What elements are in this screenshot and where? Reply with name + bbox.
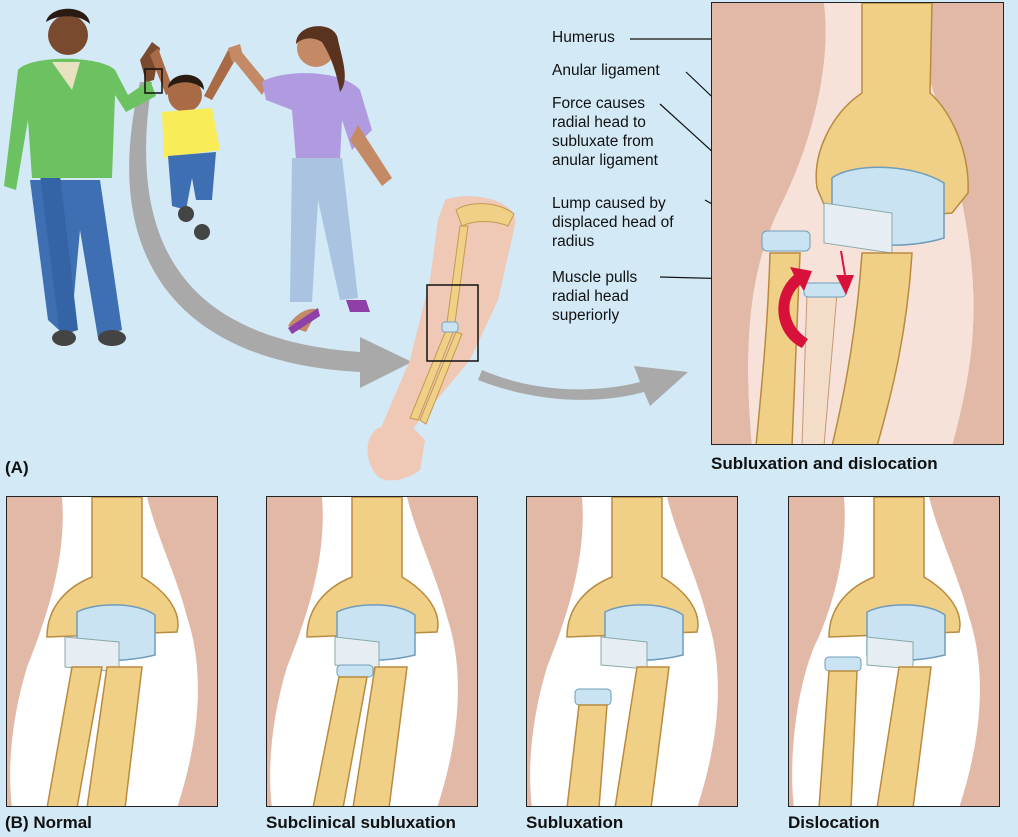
child-figure	[150, 48, 238, 240]
caption-dislocation: Dislocation	[788, 813, 880, 832]
elbow-subluxation-graphic	[527, 497, 737, 806]
label-muscle: Muscle pulls radial head superiorly	[552, 269, 638, 324]
label-anular-ligament: Anular ligament	[552, 62, 660, 79]
caption-subclinical-subluxation: Subclinical subluxation	[266, 813, 456, 832]
elbow-normal-graphic	[7, 497, 217, 806]
woman-figure	[228, 26, 392, 334]
arm-illustration	[367, 196, 516, 481]
label-force: Force causes radial head to subluxate fr…	[552, 95, 658, 169]
panel-dislocation	[788, 496, 1000, 807]
panel-subluxation	[526, 496, 738, 807]
caption-normal: (B) Normal	[5, 813, 92, 832]
label-humerus: Humerus	[552, 29, 615, 46]
arrow-to-panel	[478, 366, 688, 406]
elbow-dislocation-graphic	[789, 497, 999, 806]
elbow-detail-graphic	[712, 3, 1003, 444]
panel-subclinical-subluxation	[266, 496, 478, 807]
subluxation-panel	[711, 2, 1004, 445]
elbow-subclinical-graphic	[267, 497, 477, 806]
label-lump: Lump caused by displaced head of radius	[552, 195, 674, 250]
zoom-box-wrist	[144, 68, 163, 94]
panel-normal	[6, 496, 218, 807]
part-a-letter: (A)	[5, 458, 29, 477]
zoom-box-elbow	[426, 284, 479, 362]
man-figure	[4, 8, 160, 346]
caption-subluxation: Subluxation	[526, 813, 624, 832]
part-a-panel-caption: Subluxation and dislocation	[711, 454, 938, 473]
curved-arrow-to-arm	[129, 82, 413, 388]
